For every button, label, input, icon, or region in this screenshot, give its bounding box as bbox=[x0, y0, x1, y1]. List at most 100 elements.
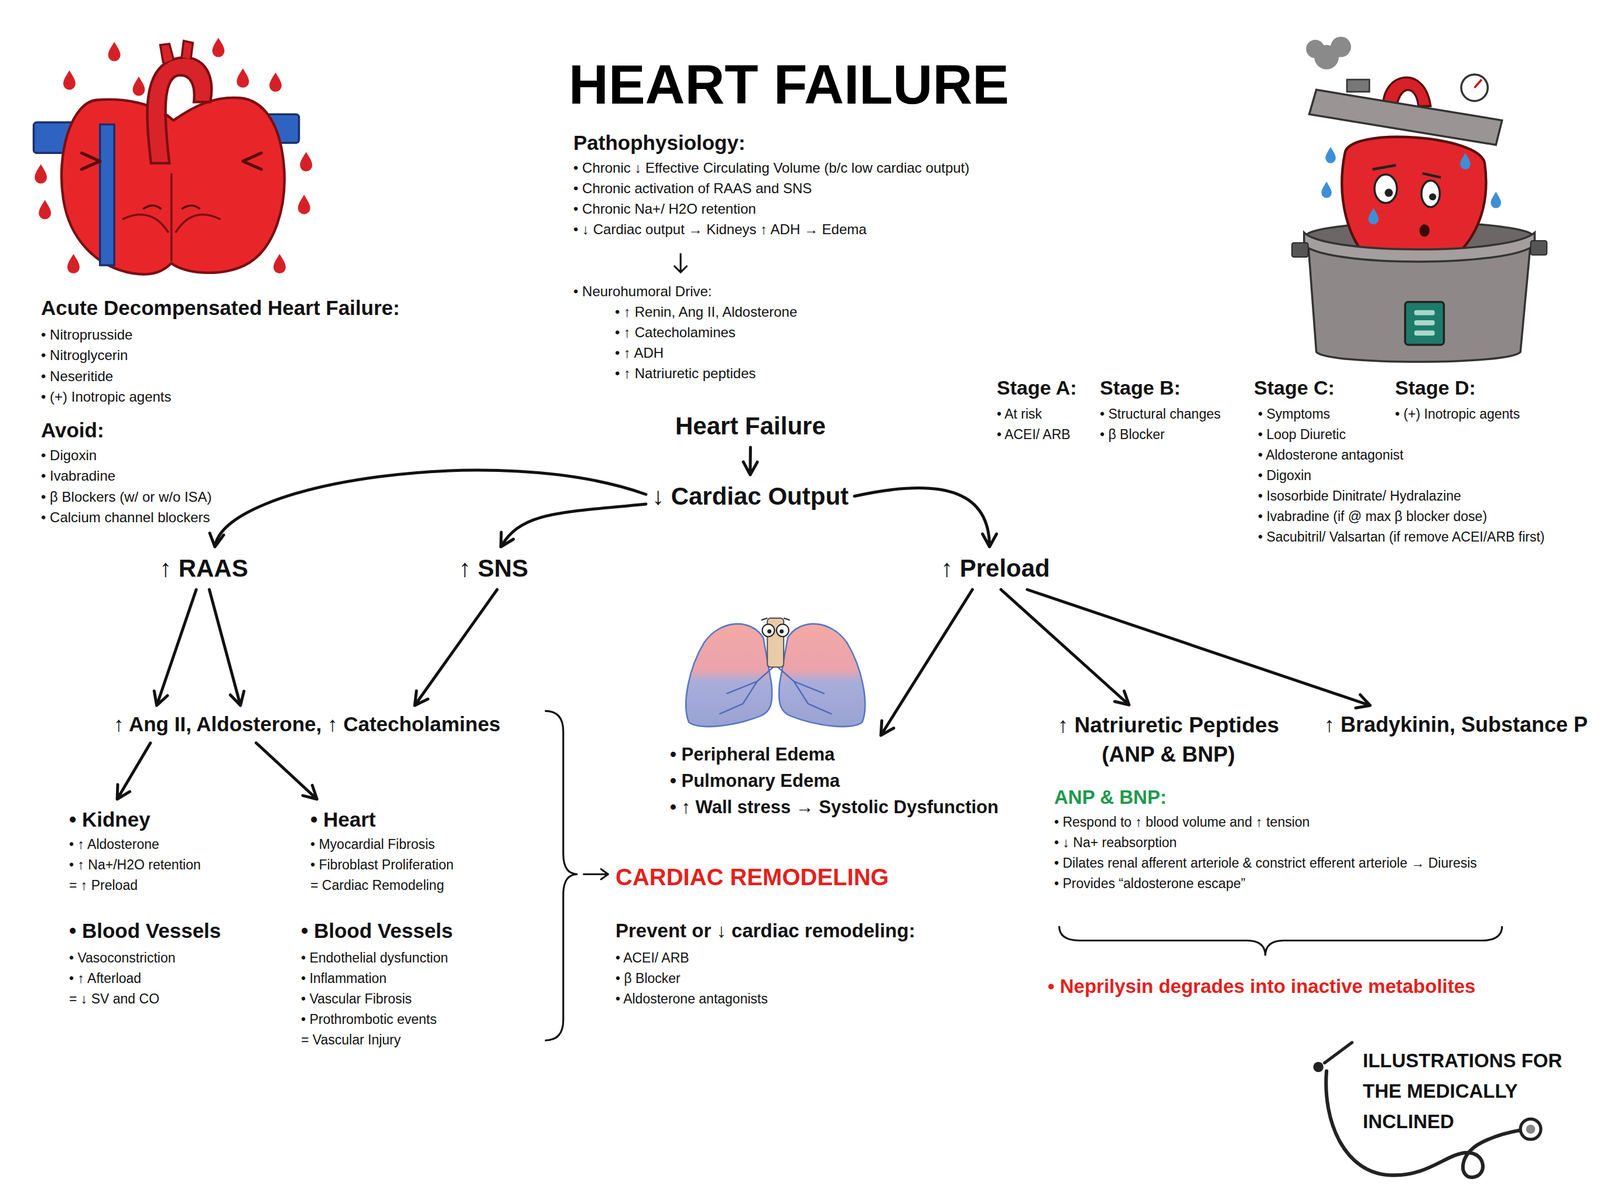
stethoscope-earpiece bbox=[1324, 1043, 1353, 1064]
bullet-item: • Nitroprusside bbox=[40, 326, 133, 344]
bullet-item: • Ivabradine bbox=[40, 467, 116, 485]
node-detail: • ↑ Aldosterone bbox=[69, 834, 201, 856]
pot-handle bbox=[1530, 240, 1548, 255]
section-heading: Stage B: bbox=[1099, 375, 1181, 400]
eye bbox=[1374, 174, 1397, 204]
flow-arrow bbox=[743, 447, 758, 475]
mouth bbox=[1419, 224, 1430, 237]
section-heading: Avoid: bbox=[40, 418, 105, 443]
eye bbox=[776, 624, 789, 637]
bullet-item: • Ivabradine (if @ max β blocker dose) bbox=[1257, 508, 1487, 525]
section-heading: Stage C: bbox=[1253, 375, 1335, 400]
bullet-item: = Vascular Injury bbox=[301, 1031, 401, 1049]
node-heading: ↓ Cardiac Output bbox=[651, 480, 849, 512]
node-detail: • Myocardial Fibrosis bbox=[310, 834, 454, 856]
bullet-item: • Endothelial dysfunction bbox=[301, 949, 449, 967]
bullet-item: • Isosorbide Dinitrate/ Hydralazine bbox=[1257, 487, 1462, 505]
flow-node: ↑ SNS bbox=[456, 550, 531, 587]
bullet-item: • Provides “aldosterone escape” bbox=[1054, 875, 1246, 892]
flow-arrow bbox=[1000, 589, 1130, 706]
node-heading: • Kidney bbox=[69, 805, 201, 835]
drop bbox=[298, 195, 311, 215]
node-detail: • Fibroblast Proliferation bbox=[310, 855, 454, 876]
heart-body bbox=[61, 97, 285, 275]
drop bbox=[63, 70, 76, 90]
drop bbox=[132, 76, 146, 97]
bullet-item: • Nitroglycerin bbox=[40, 346, 128, 364]
pot-label-line bbox=[1414, 320, 1435, 326]
lungs bbox=[685, 618, 866, 727]
drop bbox=[299, 152, 313, 172]
brow bbox=[761, 618, 791, 621]
bullet-item: • ACEI/ ARB bbox=[615, 949, 690, 967]
bullet-item: • Chronic Na+/ H2O retention bbox=[573, 200, 757, 218]
closed-eye bbox=[81, 152, 262, 170]
flow-node: • Heart• Myocardial Fibrosis• Fibroblast… bbox=[308, 802, 457, 899]
flow-node: • Peripheral Edema• Pulmonary Edema• ↑ W… bbox=[667, 739, 1001, 823]
bullet-item: • At risk bbox=[996, 405, 1042, 423]
section-heading: Pathophysiology: bbox=[573, 130, 746, 156]
lung-lobe bbox=[685, 624, 772, 727]
bullet-item: • ↓ Na+ reabsorption bbox=[1054, 834, 1177, 851]
blood-drops bbox=[34, 37, 313, 273]
bullet-item: • ↑ Renin, Ang II, Aldosterone bbox=[614, 303, 798, 321]
section-heading: Prevent or ↓ cardiac remodeling: bbox=[615, 919, 916, 943]
stethoscope-chestpiece bbox=[1520, 1119, 1541, 1140]
pupil bbox=[779, 629, 784, 634]
flow-arrow bbox=[117, 743, 151, 800]
flow-arrow bbox=[880, 589, 973, 736]
node-heading: ↑ Ang II, Aldosterone, ↑ Catecholamines bbox=[113, 711, 501, 738]
flow-arrow bbox=[854, 488, 997, 547]
node-detail: • Pulmonary Edema bbox=[669, 767, 999, 795]
bullet-item: • Aldosterone antagonists bbox=[615, 990, 768, 1008]
bullet-item: • Chronic ↓ Effective Circulating Volume… bbox=[573, 159, 970, 177]
flow-node: ↑ Natriuretic Peptides (ANP & BNP) bbox=[1037, 708, 1300, 772]
flow-arrow bbox=[1027, 589, 1371, 709]
bullet-item: • Calcium channel blockers bbox=[40, 508, 211, 526]
pupil bbox=[1384, 188, 1393, 197]
down-arrow bbox=[674, 254, 687, 273]
section-heading: • Blood Vessels bbox=[69, 918, 221, 944]
node-detail: = Cardiac Remodeling bbox=[310, 875, 454, 897]
pot-label-line bbox=[1414, 330, 1435, 337]
section-heading: • Neprilysin degrades into inactive meta… bbox=[1047, 975, 1476, 999]
flow-arrow bbox=[500, 504, 646, 547]
flow-node: ↑ Bradykinin, Substance P bbox=[1321, 709, 1591, 741]
bullet-item: • ↑ Catecholamines bbox=[614, 323, 736, 341]
bullet-item: • β Blockers (w/ or w/o ISA) bbox=[40, 488, 213, 506]
frown bbox=[142, 205, 201, 210]
pot-label-line bbox=[1414, 310, 1435, 316]
sweat-drop bbox=[1325, 146, 1336, 164]
steam bbox=[1306, 39, 1325, 58]
section-heading: • Blood Vessels bbox=[301, 918, 453, 944]
bullet-item: • Neurohumoral Drive: bbox=[573, 282, 712, 300]
eye bbox=[1421, 180, 1440, 207]
bullet-item: • (+) Inotropic agents bbox=[40, 388, 172, 406]
heart-septum bbox=[122, 173, 221, 262]
bullet-item: • Dilates renal afferent arteriole & con… bbox=[1054, 855, 1478, 872]
section-heading: ANP & BNP: bbox=[1054, 785, 1167, 810]
drop bbox=[212, 37, 225, 57]
pot-rim bbox=[1304, 232, 1535, 262]
drop bbox=[236, 68, 249, 88]
node-heading: ↑ RAAS bbox=[159, 552, 249, 584]
node-heading: Heart Failure bbox=[675, 410, 826, 442]
flow-node: • Kidney• ↑ Aldosterone• ↑ Na+/H2O reten… bbox=[66, 802, 204, 899]
eye bbox=[762, 624, 775, 637]
drop bbox=[67, 254, 80, 274]
stethoscope-chestpiece bbox=[1526, 1125, 1536, 1135]
sweat-drop bbox=[1321, 181, 1332, 198]
bullet-item: • Loop Diuretic bbox=[1257, 426, 1346, 443]
node-heading: ↑ Preload bbox=[940, 552, 1051, 584]
vein bbox=[100, 124, 115, 266]
bullet-item: • Digoxin bbox=[1257, 467, 1312, 484]
bullet-item: • β Blocker bbox=[615, 970, 681, 987]
section-heading: ILLUSTRATIONS FOR THE MEDICALLY INCLINED bbox=[1362, 1045, 1580, 1138]
aorta-branch bbox=[160, 40, 194, 64]
bullet-item: • Symptoms bbox=[1257, 405, 1331, 423]
drop bbox=[38, 200, 51, 220]
bullet-item: • Respond to ↑ blood volume and ↑ tensio… bbox=[1054, 814, 1310, 831]
flow-node: ↑ Ang II, Aldosterone, ↑ Catecholamines bbox=[111, 709, 504, 740]
